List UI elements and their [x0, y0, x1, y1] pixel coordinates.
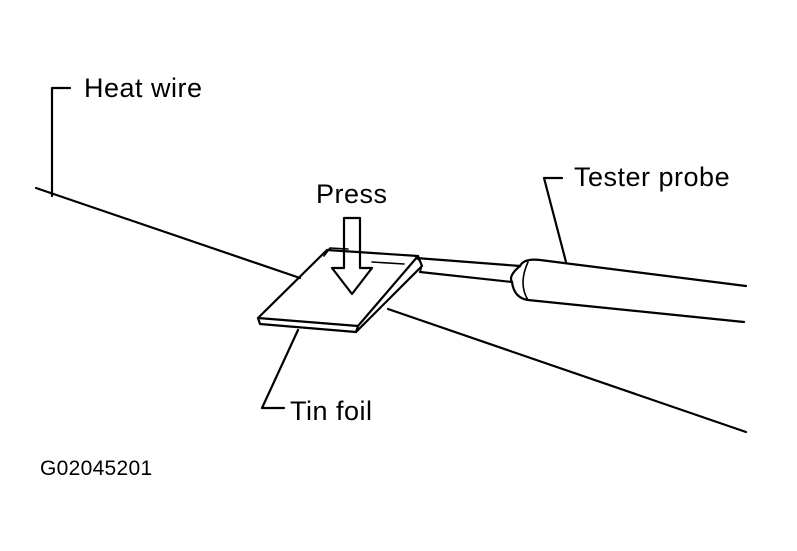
tin-foil-label: Tin foil — [290, 396, 373, 426]
tin-foil — [256, 247, 424, 334]
tester-probe-label: Tester probe — [574, 162, 730, 192]
figure-code: G02045201 — [40, 457, 152, 480]
tester-probe-leader — [542, 176, 568, 264]
tin-foil-leader — [260, 328, 300, 410]
heat-wire-leader — [50, 86, 72, 198]
tester-probe — [414, 256, 748, 324]
press-arrow — [330, 216, 374, 296]
heat-wire — [34, 186, 748, 434]
press-label: Press — [316, 179, 388, 209]
heat-wire-label: Heat wire — [84, 73, 203, 103]
